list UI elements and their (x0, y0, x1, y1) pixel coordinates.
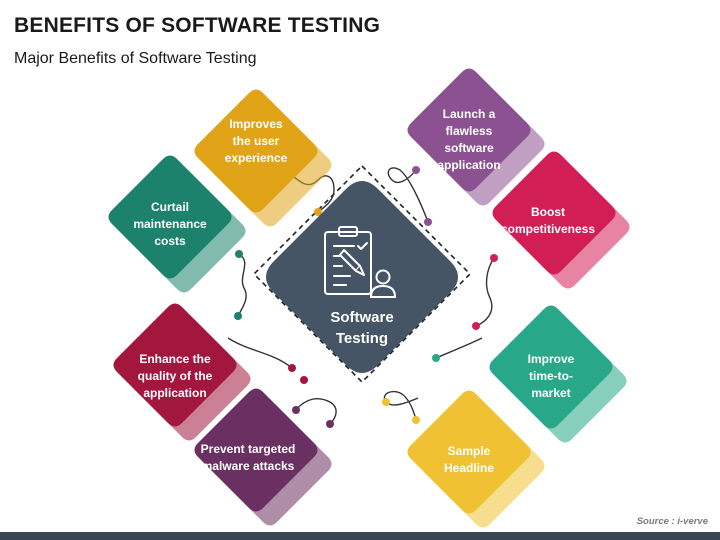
center-label: Software Testing (330, 309, 394, 347)
benefit-label-launch-flawless-application: Launch a flawless software application (437, 107, 501, 172)
benefit-diamond (113, 303, 237, 427)
page-title: BENEFITS OF SOFTWARE TESTING (14, 14, 381, 37)
dot (472, 322, 480, 330)
dot (424, 218, 432, 226)
benefit-label-boost-competitiveness: Boost competitiveness (500, 205, 596, 236)
dot (382, 398, 390, 406)
benefit-diamond (492, 151, 616, 275)
benefit-diamond (489, 305, 613, 429)
user-icon (369, 269, 397, 298)
benefit-label-improve-time-to-market: Improve time-to- market (527, 352, 575, 400)
dot (412, 166, 420, 174)
connector-4 (295, 398, 337, 425)
page-subtitle: Major Benefits of Software Testing (14, 50, 257, 67)
benefit-label-improves-user-experience: Improves the user experience (224, 117, 288, 165)
bottom-bar (0, 532, 720, 540)
connector-3 (227, 337, 293, 369)
benefit-label-sample-headline: Sample Headline (443, 444, 494, 475)
dot (288, 364, 296, 372)
benefit-diamond (194, 388, 318, 512)
benefit-diamond (108, 155, 232, 279)
connector-7 (435, 337, 483, 359)
connector-5 (387, 167, 429, 223)
connectors (227, 167, 495, 425)
dot (235, 250, 243, 258)
dot (490, 254, 498, 262)
dot (234, 312, 242, 320)
dashed-ring (252, 164, 472, 384)
dot (314, 208, 322, 216)
dot (432, 354, 440, 362)
benefit-diamonds (108, 68, 630, 528)
dot (300, 376, 308, 384)
benefit-diamond (194, 89, 318, 213)
source-note: Source : i-verve (636, 516, 708, 527)
benefit-diamond (407, 68, 531, 192)
connector-8 (383, 390, 419, 421)
dot (292, 406, 300, 414)
clipboard-checklist-icon (324, 226, 372, 295)
dot (326, 420, 334, 428)
benefit-label-curtail-maintenance-costs: Curtail maintenance costs (133, 200, 207, 248)
benefit-label-enhance-quality: Enhance the quality of the application (137, 352, 213, 400)
pencil-icon (339, 249, 365, 276)
dot (412, 416, 420, 424)
benefit-diamond (407, 390, 531, 514)
center-diamond (266, 181, 458, 373)
connector-6 (475, 257, 495, 327)
benefit-label-prevent-malware: Prevent targeted malware attacks (200, 442, 296, 473)
connector-2 (237, 253, 247, 317)
